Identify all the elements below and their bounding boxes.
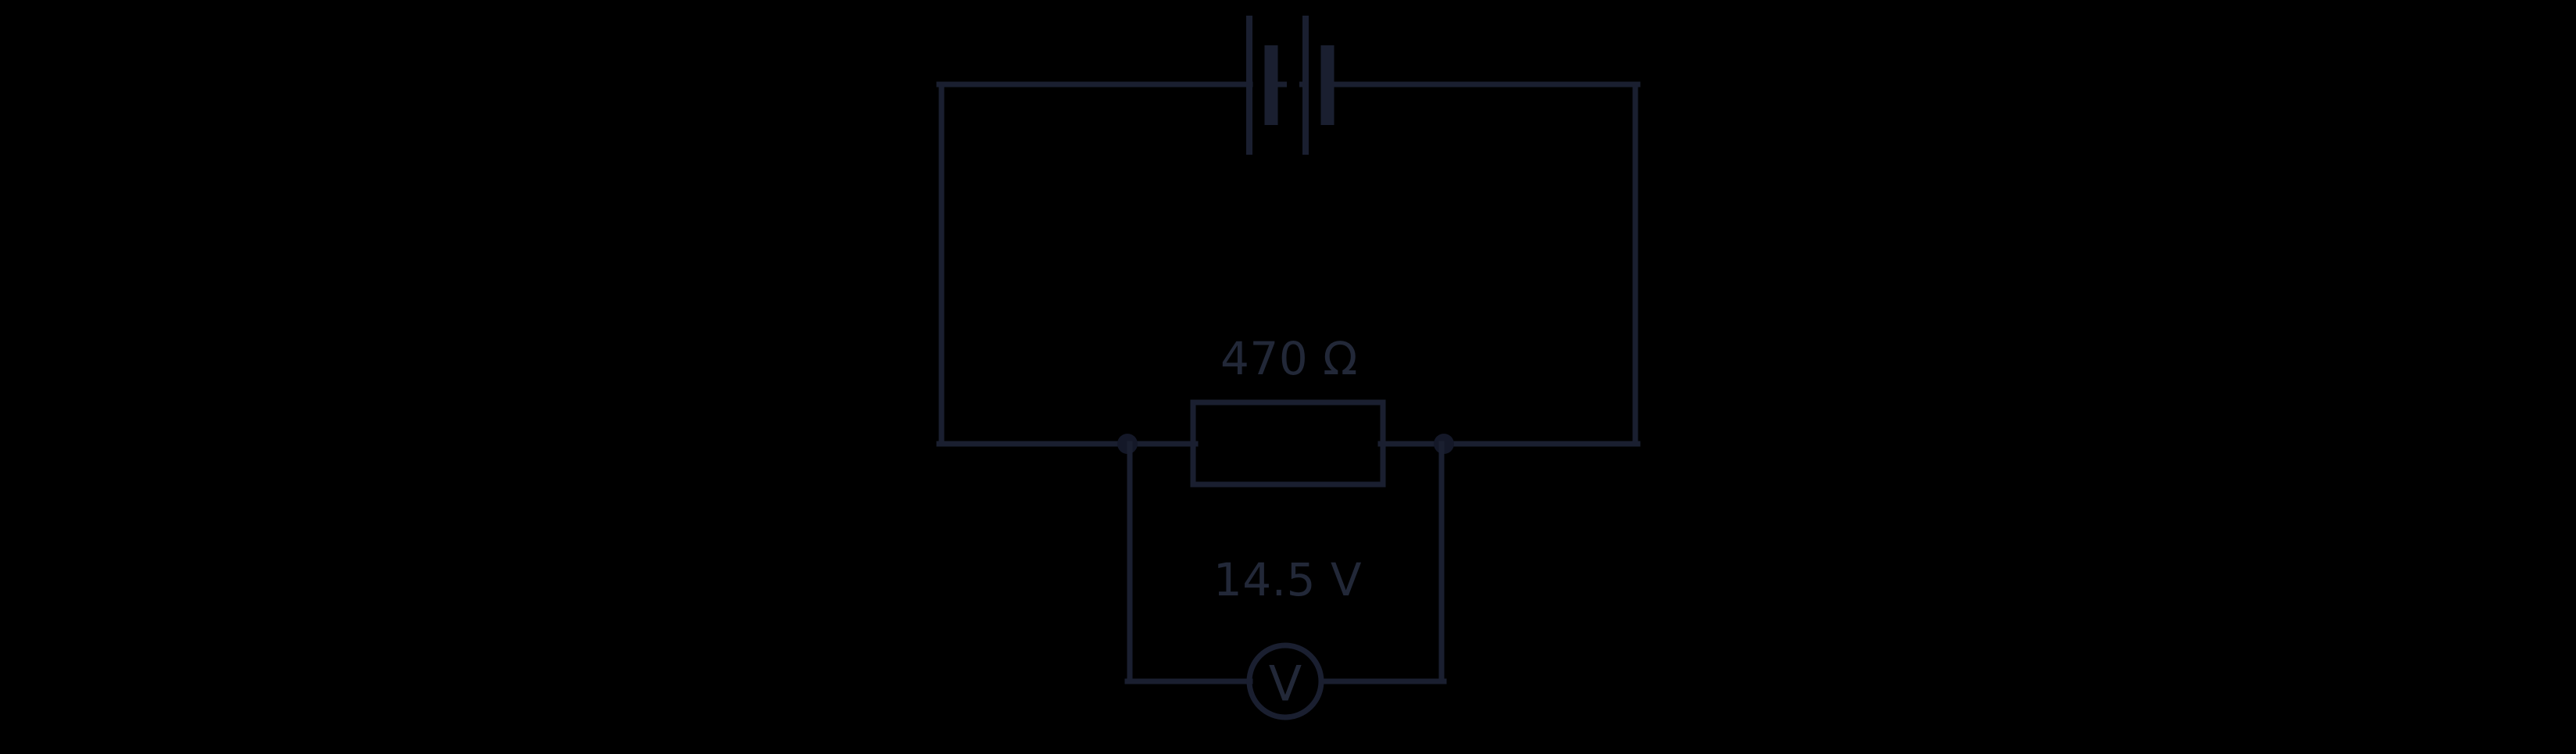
voltmeter-branch-wires: [1124, 441, 1447, 684]
voltmeter-glyph: V: [1269, 656, 1302, 713]
resistor-body: [1190, 399, 1386, 488]
resistor-label: 470 Ω: [1220, 332, 1358, 385]
voltmeter-label: 14.5 V: [1213, 553, 1362, 606]
outer-loop-wires: [936, 81, 1641, 447]
voltmeter-circle: [1246, 642, 1324, 720]
resistor-symbol: [1190, 399, 1386, 488]
battery-symbol: [1246, 16, 1334, 155]
voltmeter-symbol: V: [1246, 642, 1324, 720]
